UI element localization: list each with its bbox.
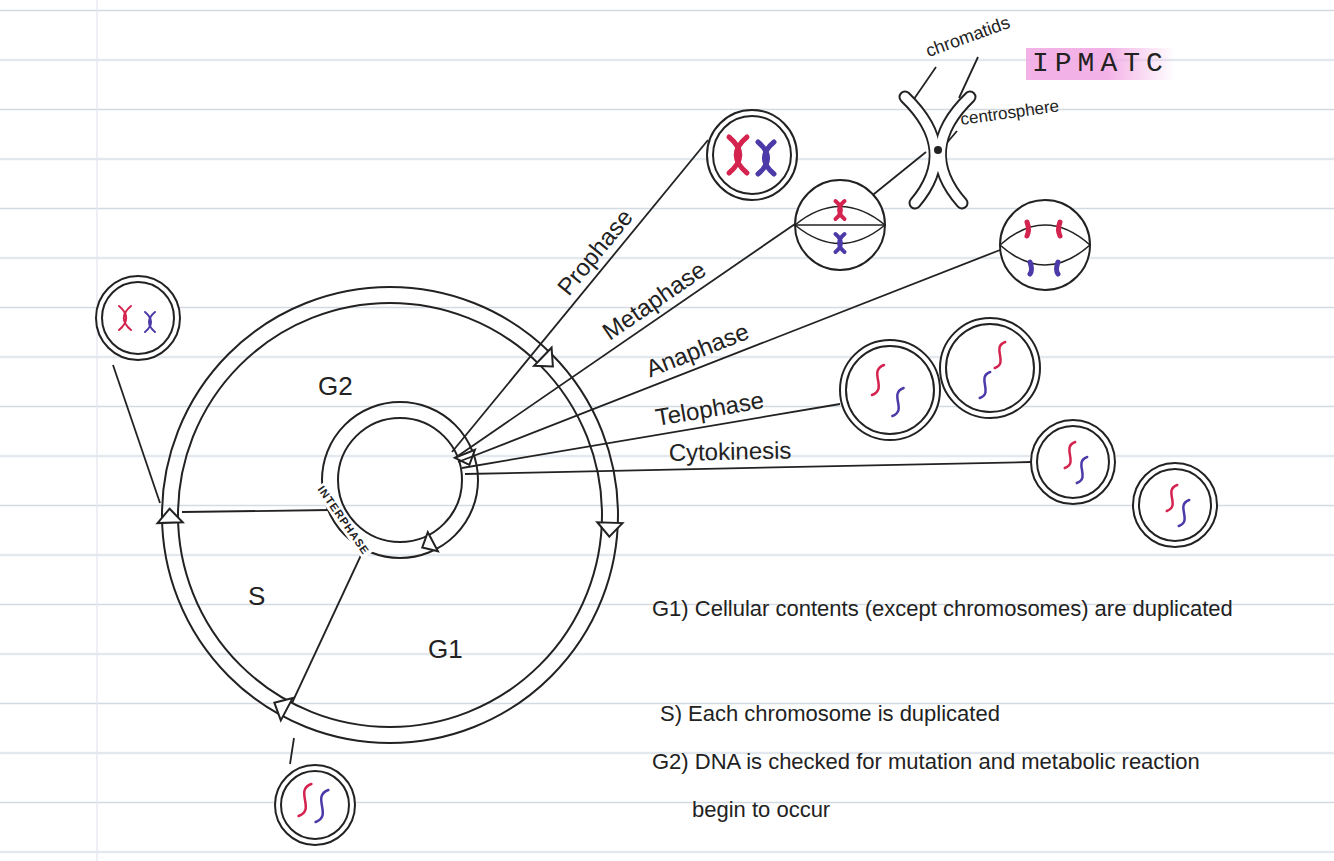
chromosome bbox=[124, 306, 131, 330]
phase-leader-line bbox=[458, 250, 1000, 462]
chromatin bbox=[980, 372, 990, 398]
chromosome bbox=[736, 137, 747, 173]
chromatin bbox=[1077, 457, 1087, 483]
chromosome bbox=[1030, 262, 1058, 274]
phase-name: G2 bbox=[318, 372, 353, 402]
chromatin bbox=[1065, 442, 1075, 468]
chromatin bbox=[872, 365, 884, 395]
chromatin bbox=[316, 790, 329, 822]
phase-label: Cytokinesis bbox=[668, 436, 791, 466]
cycle-arrowhead bbox=[274, 698, 292, 720]
chromosome bbox=[839, 201, 844, 219]
leader-lines bbox=[113, 57, 978, 764]
chromatin bbox=[1179, 500, 1189, 526]
note: G1) Cellular contents (except chromosome… bbox=[652, 585, 1252, 633]
chromosome bbox=[839, 234, 844, 252]
cycle-rings bbox=[162, 287, 618, 743]
phase-leader-line bbox=[455, 224, 795, 458]
cycle-arrowhead bbox=[597, 522, 622, 536]
phase-leader-line bbox=[462, 404, 840, 468]
cells bbox=[96, 110, 1217, 845]
chromosome bbox=[1027, 222, 1060, 236]
cycle-arrowhead bbox=[158, 509, 183, 523]
cycle-arrowhead bbox=[534, 348, 553, 367]
note: G2) DNA is checked for mutation and meta… bbox=[652, 738, 1252, 834]
phase-name: G1 bbox=[428, 635, 463, 665]
chromatin bbox=[1167, 485, 1177, 511]
chromosome bbox=[149, 312, 155, 332]
chromatin bbox=[299, 784, 312, 816]
chromosome bbox=[119, 306, 126, 330]
chromatin bbox=[995, 342, 1005, 368]
margin-line bbox=[96, 0, 97, 861]
chromosome bbox=[764, 142, 774, 174]
note: S) Each chromosome is duplicated bbox=[660, 690, 1260, 738]
chromatin bbox=[892, 388, 903, 416]
phase-name: S bbox=[248, 582, 265, 612]
heading: IPMATC bbox=[1026, 48, 1175, 80]
cycle-arrowhead bbox=[422, 532, 438, 551]
